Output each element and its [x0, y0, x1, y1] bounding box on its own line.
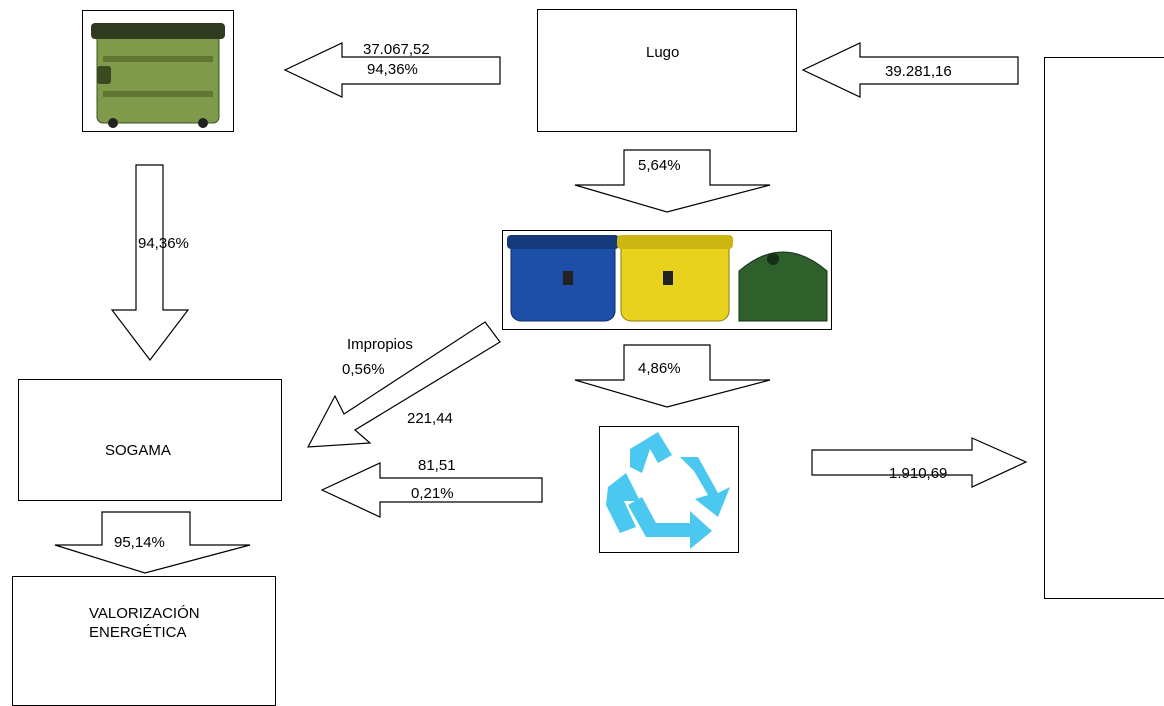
flow-selective-recycling-pct: 4,86% [638, 360, 681, 377]
impropios-value: 221,44 [407, 410, 453, 427]
valorizacion-box: VALORIZACIÓN ENERGÉTICA [12, 576, 276, 706]
arrow-input-to-lugo [801, 42, 1019, 98]
selective-containers-image [502, 230, 832, 330]
impropios-pct: 0,56% [342, 361, 385, 378]
sogama-box: SOGAMA [18, 379, 282, 501]
flow-lugo-container-value: 37.067,52 [363, 41, 430, 58]
flow-input-value: 39.281,16 [885, 63, 952, 80]
arrow-lugo-to-selective [574, 149, 771, 213]
valorizacion-label-line2: ENERGÉTICA [89, 624, 187, 641]
flow-container-sogama-pct: 94,36% [138, 235, 189, 252]
recycling-image [599, 426, 739, 553]
flow-lugo-selective-pct: 5,64% [638, 157, 681, 174]
flow-recycling-out-value: 1.910,69 [889, 465, 948, 482]
arrow-impropios [306, 321, 501, 448]
arrow-container-to-sogama [110, 164, 190, 361]
recycle-icon [606, 432, 730, 549]
flow-recycling-sogama-pct: 0,21% [411, 485, 454, 502]
green-container-image [82, 10, 234, 132]
lugo-label: Lugo [646, 44, 680, 61]
lugo-box: Lugo [537, 9, 797, 132]
arrow-selective-to-recycling [574, 344, 771, 408]
flow-sogama-valorizacion-pct: 95,14% [114, 534, 165, 551]
arrow-sogama-to-valorizacion [54, 511, 251, 574]
impropios-label: Impropios [347, 336, 413, 353]
flow-recycling-sogama-value: 81,51 [418, 457, 456, 474]
arrow-recycling-out [811, 437, 1028, 488]
arrow-lugo-to-container [283, 42, 501, 98]
output-box [1044, 57, 1164, 599]
selective-containers-icon [507, 235, 828, 322]
flow-lugo-container-pct: 94,36% [367, 61, 418, 78]
arrow-recycling-to-sogama [320, 462, 543, 518]
valorizacion-label-line1: VALORIZACIÓN [89, 605, 200, 622]
sogama-label: SOGAMA [105, 442, 171, 459]
green-container-icon [91, 23, 225, 128]
